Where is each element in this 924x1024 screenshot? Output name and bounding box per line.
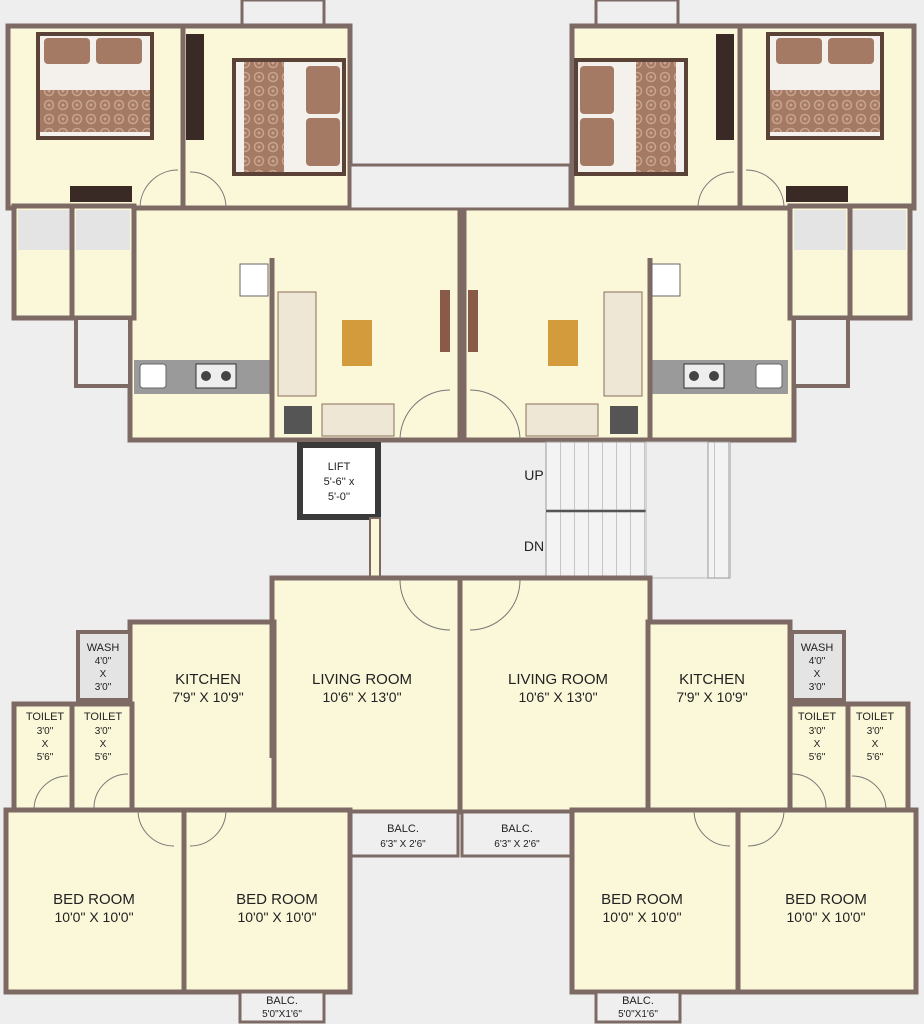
lower-doors <box>33 579 887 847</box>
lift-shaft <box>297 442 381 520</box>
wash-left <box>76 630 132 702</box>
toilet4-name: TOILET <box>856 711 895 723</box>
toilet3-l2: X <box>814 739 821 750</box>
core: LIFT 5'-6'' x 5'-0'' UP DN <box>297 441 731 579</box>
balc-bottom-left-name: BALC. <box>266 995 298 1007</box>
top-left-duct <box>240 0 326 28</box>
balc-bottom-left-size: 5'0"X1'6" <box>262 1009 302 1020</box>
wash-left-l3: 3'0" <box>95 682 112 693</box>
balc-bottom-right-name: BALC. <box>622 995 654 1007</box>
toilet-2 <box>69 701 135 813</box>
wash-right-name: WASH <box>801 642 834 654</box>
toilet4-l2: X <box>872 739 879 750</box>
bed4-size: 10'0" X 10'0" <box>786 909 865 925</box>
kitchen-left-name: KITCHEN <box>175 671 241 688</box>
bed2-size: 10'0" X 10'0" <box>237 909 316 925</box>
toilet3-l1: 3'0" <box>809 726 826 737</box>
toilet4-l1: 3'0" <box>867 726 884 737</box>
living-right-size: 10'6" X 13'0" <box>518 689 597 705</box>
living-right-name: LIVING ROOM <box>508 671 608 688</box>
kitchen-left <box>127 619 277 813</box>
toilet2-l2: X <box>100 739 107 750</box>
toilet1-l3: 5'6" <box>37 752 54 763</box>
upper-doors <box>139 169 785 441</box>
wash-left-l1: 4'0" <box>95 656 112 667</box>
balcony-left <box>346 810 460 858</box>
wash-right-l1: 4'0" <box>809 656 826 667</box>
bedroom-2 <box>181 807 353 995</box>
room-labels: KITCHEN 7'9" X 10'9" LIVING ROOM 10'6" X… <box>26 642 895 1020</box>
bed3-size: 10'0" X 10'0" <box>602 909 681 925</box>
toilet1-l1: 3'0" <box>37 726 54 737</box>
wash-left-name: WASH <box>87 642 120 654</box>
bed1-name: BED ROOM <box>53 891 135 908</box>
balc-left-name: BALC. <box>387 823 419 835</box>
toilet1-l2: X <box>42 739 49 750</box>
lower-flats <box>3 575 919 1024</box>
bed-furniture <box>36 32 884 202</box>
upper-center-duct <box>348 163 572 211</box>
wash-left-l2: X <box>100 669 107 680</box>
balc-right-size: 6'3" X 2'6" <box>494 839 540 850</box>
wash-right-l2: X <box>814 669 821 680</box>
bed2-name: BED ROOM <box>236 891 318 908</box>
wash-right <box>790 630 846 702</box>
toilet3-name: TOILET <box>798 711 837 723</box>
bed1-size: 10'0" X 10'0" <box>54 909 133 925</box>
top-right-duct <box>594 0 680 28</box>
balcony-bottom-right <box>594 990 682 1024</box>
lift-label: LIFT <box>328 461 351 473</box>
living-furniture <box>239 263 681 437</box>
lift-size-2: 5'-0'' <box>328 491 350 503</box>
balc-bottom-right-size: 5'0"X1'6" <box>618 1009 658 1020</box>
living-left-name: LIVING ROOM <box>312 671 412 688</box>
kitchen-right <box>645 619 793 813</box>
living-room-right <box>457 575 653 815</box>
balc-right-name: BALC. <box>501 823 533 835</box>
toilet1-name: TOILET <box>26 711 65 723</box>
toilet2-l3: 5'6" <box>95 752 112 763</box>
toilet2-name: TOILET <box>84 711 123 723</box>
upper-flats <box>5 0 917 443</box>
kitchen-left-size: 7'9" X 10'9" <box>172 689 243 705</box>
upper-right-wash <box>792 316 850 388</box>
bed3-name: BED ROOM <box>601 891 683 908</box>
kitchen-right-size: 7'9" X 10'9" <box>676 689 747 705</box>
living-left-size: 10'6" X 13'0" <box>322 689 401 705</box>
stair-lower-flight <box>545 511 647 579</box>
toilet4-l3: 5'6" <box>867 752 884 763</box>
stair-upper-flight <box>545 441 647 511</box>
wash-right-l3: 3'0" <box>809 682 826 693</box>
toilet2-l1: 3'0" <box>95 726 112 737</box>
balc-left-size: 6'3" X 2'6" <box>380 839 426 850</box>
lift-size-1: 5'-6'' x <box>324 476 355 488</box>
balcony-bottom-left <box>238 990 326 1024</box>
stair-dn-label: DN <box>524 538 544 554</box>
kitchen-right-name: KITCHEN <box>679 671 745 688</box>
bed4-name: BED ROOM <box>785 891 867 908</box>
toilet3-l3: 5'6" <box>809 752 826 763</box>
stair-up-label: UP <box>524 467 543 483</box>
upper-left-wash <box>74 316 132 388</box>
toilet-4 <box>845 701 911 813</box>
